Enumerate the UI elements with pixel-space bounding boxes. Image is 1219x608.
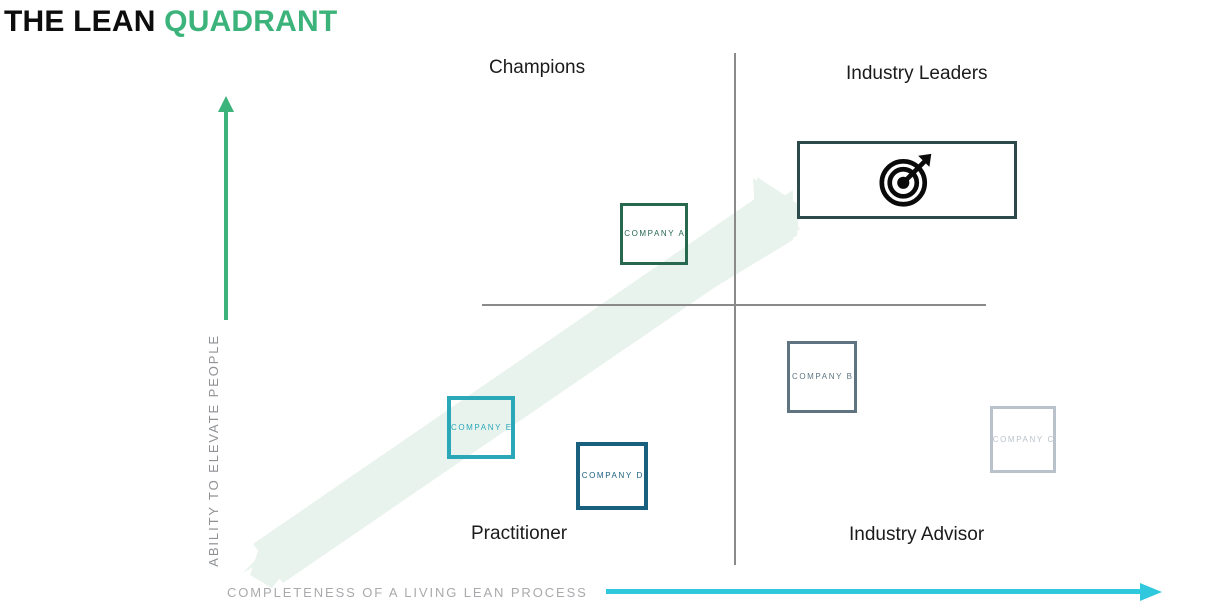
y-axis-label-wrapper: ABILITY TO ELEVATE PEOPLE [203,96,225,567]
company-box-label: COMPANY D [581,471,644,480]
company-box[interactable]: COMPANY D [576,442,648,510]
y-axis-arrow-icon [218,96,234,320]
y-axis-label: ABILITY TO ELEVATE PEOPLE [206,334,221,567]
company-box[interactable]: COMPANY A [620,203,688,265]
page-title-part-1: THE LEAN [4,5,156,38]
industry-leader-highlight-box[interactable] [797,141,1017,219]
quadrant-label-industry-leaders: Industry Leaders [846,63,988,84]
company-box-label: COMPANY A [624,229,686,238]
company-box-label: COMPANY C [992,434,1055,444]
target-bullseye-arrow-icon [879,153,932,207]
quadrant-horizontal-axis [482,304,986,306]
page-title-part-2: QUADRANT [164,5,338,38]
company-box[interactable]: COMPANY B [787,341,857,413]
page-title: THE LEAN QUADRANT [4,2,337,42]
x-axis-arrow-icon [606,583,1162,601]
company-box[interactable]: COMPANY E [447,396,515,459]
company-box-label: COMPANY B [791,372,854,381]
company-box[interactable]: COMPANY C [990,406,1056,473]
x-axis-label: COMPLETENESS OF A LIVING LEAN PROCESS [227,585,588,600]
quadrant-vertical-axis [734,53,736,565]
quadrant-label-industry-advisor: Industry Advisor [849,524,985,545]
quadrant-label-champions: Champions [489,57,586,78]
company-box-label: COMPANY E [450,422,513,432]
quadrant-label-practitioner: Practitioner [471,523,568,544]
